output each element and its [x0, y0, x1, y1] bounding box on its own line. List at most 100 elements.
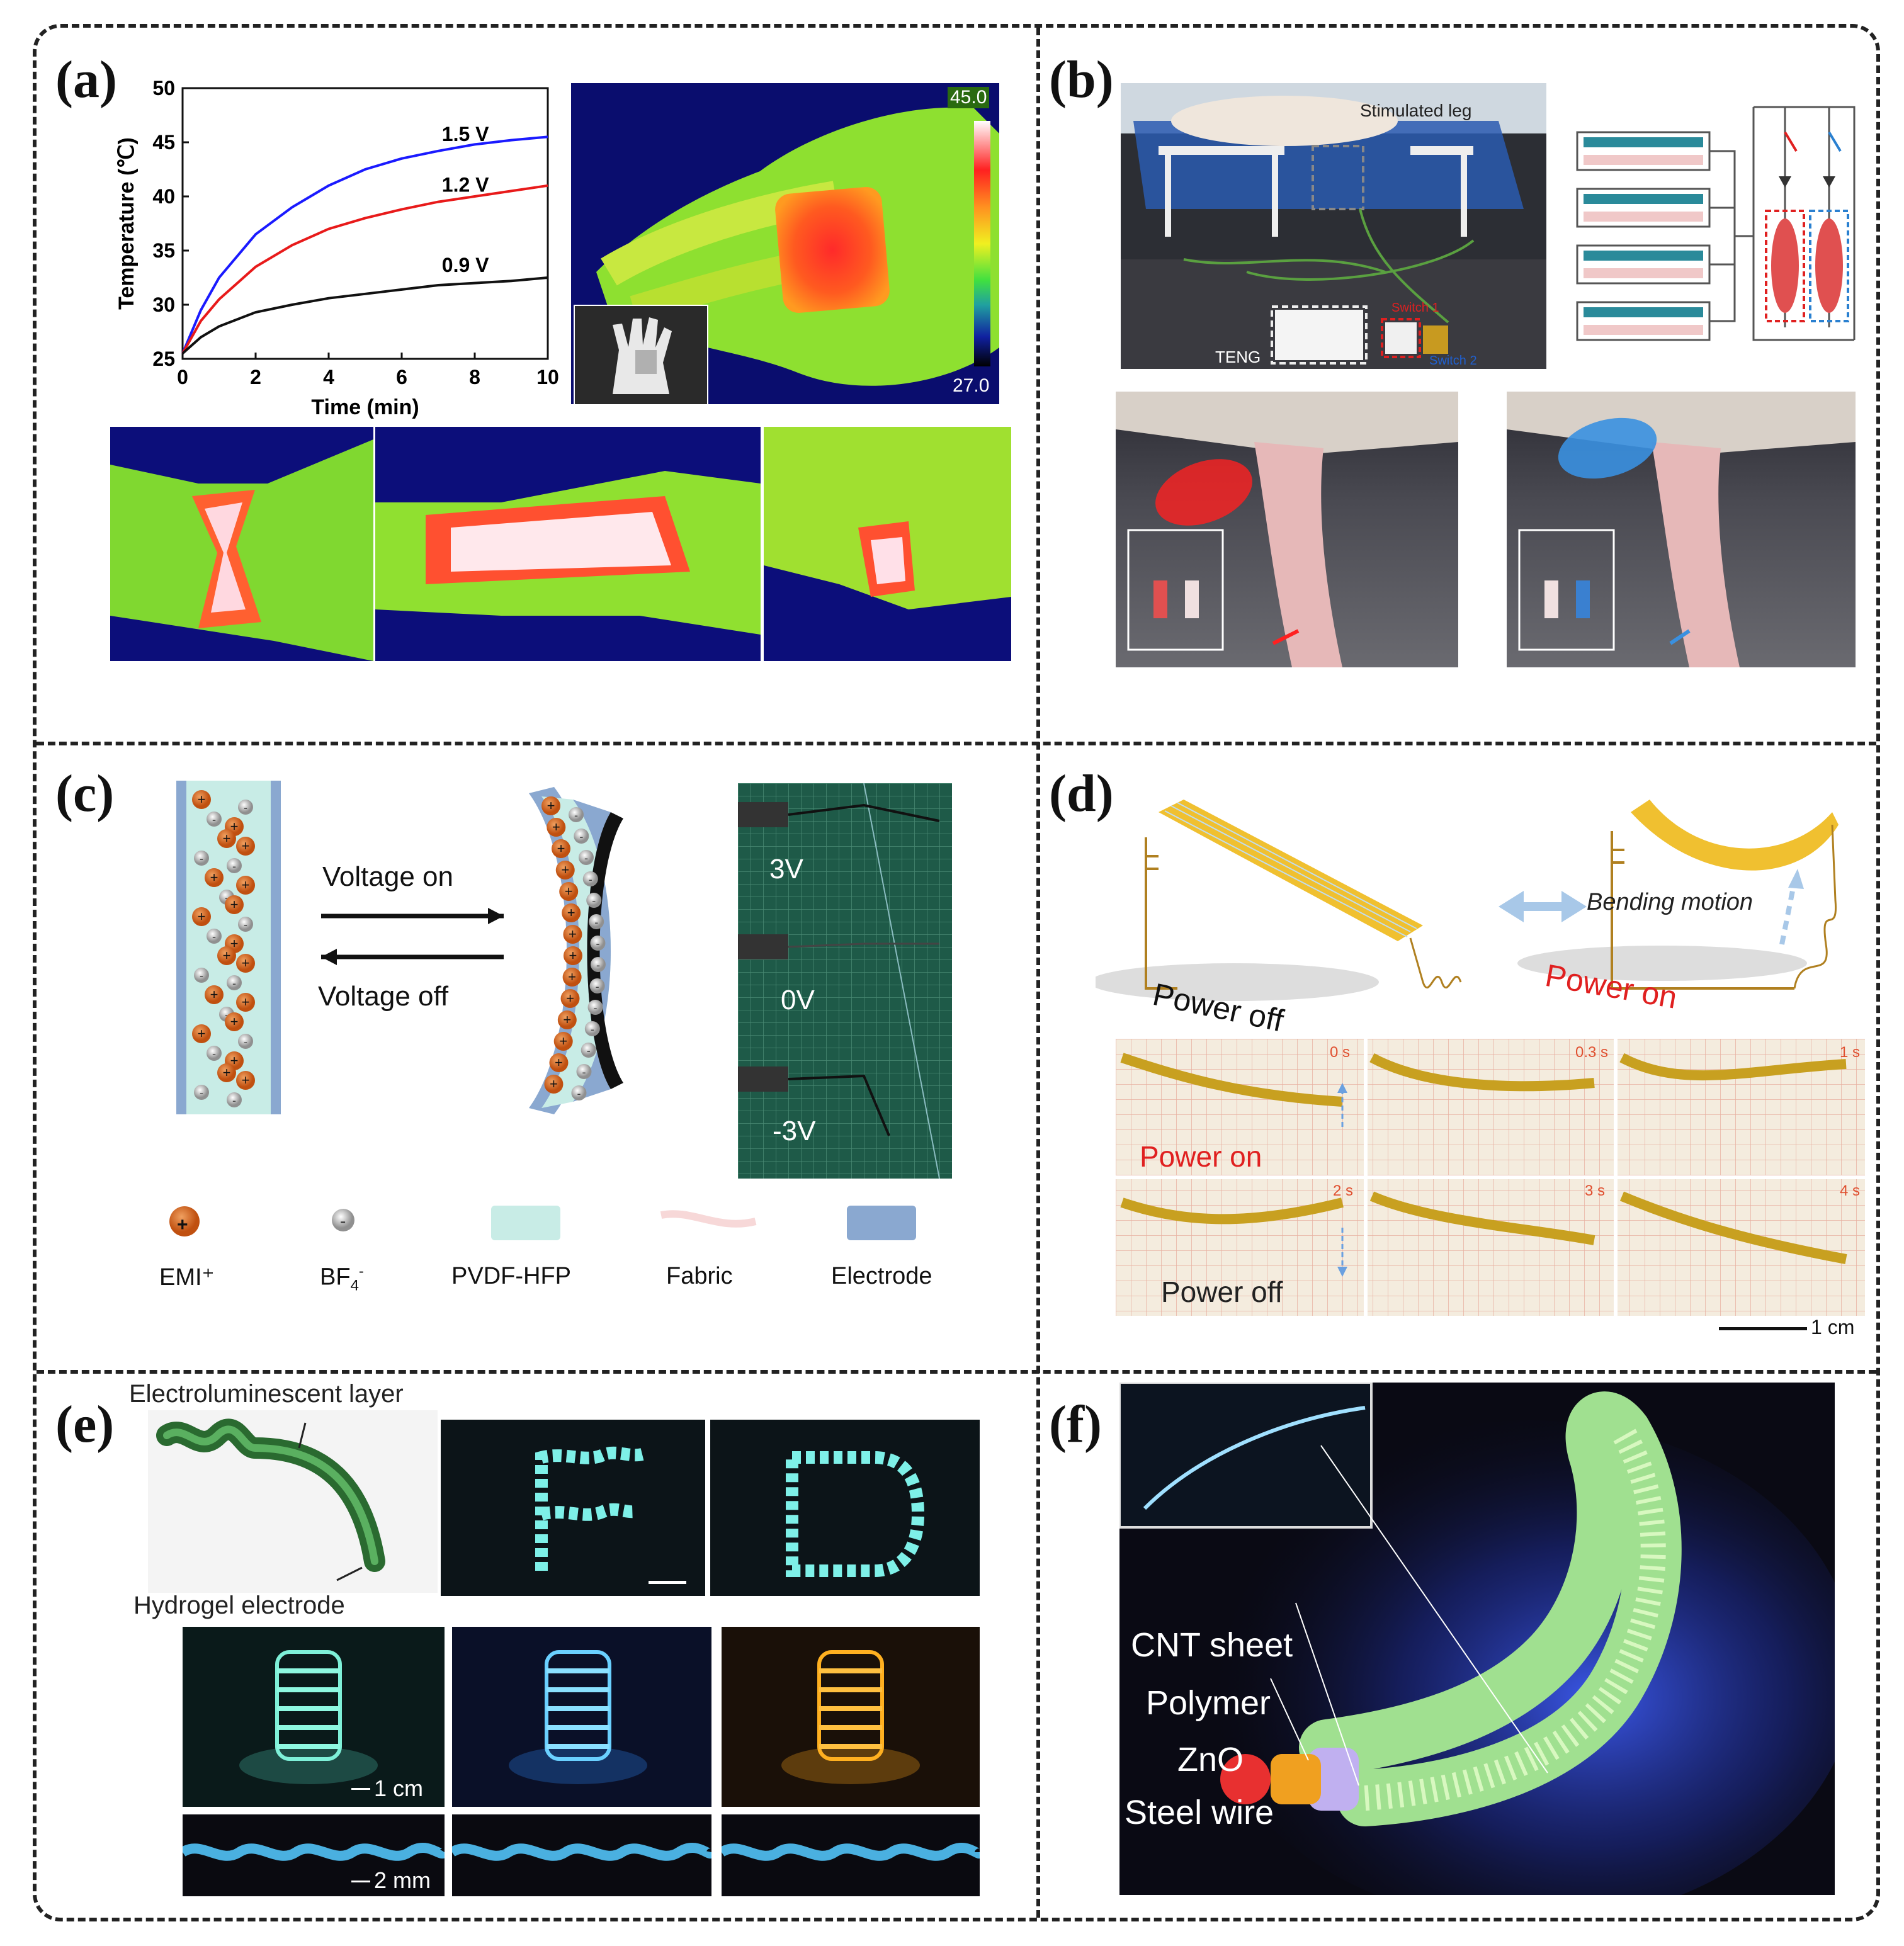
scale-label-d: 1 cm: [1811, 1316, 1855, 1338]
actuator-voltage-photo: 3V 0V -3V: [738, 783, 952, 1179]
anion-sign: -: [589, 873, 592, 886]
time-1s: 1 s: [1840, 1044, 1861, 1061]
thermal-knee-image: [764, 427, 1011, 661]
teng-label: TENG: [1215, 348, 1261, 366]
panel-label-e: (e): [55, 1395, 115, 1454]
scale-min: 27.0: [953, 375, 990, 396]
y-tick-label: 25: [152, 348, 175, 370]
y-tick-label: 45: [152, 131, 175, 154]
x-tick-label: 2: [250, 366, 261, 388]
cation-sign: +: [230, 1053, 239, 1068]
cation-marker: [562, 903, 581, 922]
anion-marker: [194, 968, 209, 983]
anion-marker: [238, 1034, 253, 1049]
twisted-fiber-photo-2: [452, 1814, 711, 1896]
series-label: 1.2 V: [442, 174, 489, 196]
cation-sign: +: [242, 1072, 250, 1088]
anion-sign: -: [577, 1087, 581, 1100]
cation-marker: [547, 818, 566, 837]
cation-sign: +: [230, 897, 239, 912]
bending-motion-label: Bending motion: [1587, 889, 1754, 915]
cation-sign: +: [567, 905, 575, 920]
anion-sign: -: [200, 852, 203, 865]
cation-marker: [541, 796, 561, 815]
steel-wire-label: Steel wire: [1125, 1794, 1274, 1831]
panel-label-d: (d): [1049, 764, 1114, 823]
thermal-hand-image: 45.0 27.0: [571, 83, 999, 404]
twisted-fiber-photo-1: 2 mm: [183, 1814, 445, 1896]
photo-label-3v: 3V: [769, 854, 803, 885]
cation-sign: +: [198, 1026, 206, 1041]
cation-marker: [192, 790, 211, 809]
cation-sign: +: [242, 994, 250, 1010]
cation-marker: [559, 882, 579, 901]
helical-fiber-diagram: CNT sheet Polymer ZnO Steel wire: [1119, 1383, 1835, 1895]
cation-marker: [225, 1012, 244, 1031]
cation-sign: +: [547, 798, 555, 813]
cation-marker: [217, 946, 236, 965]
legend-plus-symbol: +: [177, 1214, 188, 1235]
anion-marker: [581, 1043, 596, 1058]
panel-label-b: (b): [1049, 50, 1114, 109]
time-4s: 4 s: [1840, 1182, 1861, 1199]
panel-label-c: (c): [55, 764, 115, 823]
cation-sign: +: [223, 830, 231, 846]
y-tick-label: 40: [152, 185, 175, 208]
anion-marker: [207, 929, 222, 944]
series-label: 1.5 V: [442, 123, 489, 145]
anion-sign: -: [582, 1066, 586, 1078]
anion-marker: [576, 1064, 592, 1079]
x-tick-label: 4: [323, 366, 334, 388]
cation-marker: [192, 1024, 211, 1043]
cation-sign: +: [557, 840, 565, 856]
anion-marker: [207, 812, 222, 827]
anion-sign: -: [232, 1094, 236, 1107]
y-tick-label: 35: [152, 239, 175, 262]
scale-label-2mm: 2 mm: [374, 1867, 431, 1893]
anion-marker: [194, 851, 209, 866]
thermal-arm-image: [375, 427, 761, 661]
cation-marker: [236, 837, 255, 856]
anion-sign: -: [232, 860, 236, 873]
cation-marker: [217, 1063, 236, 1082]
cation-marker: [236, 1071, 255, 1090]
grid-power-on-label: Power on: [1140, 1140, 1262, 1173]
cation-sign: +: [550, 1076, 558, 1092]
cation-marker: [555, 861, 575, 880]
cation-sign: +: [230, 818, 239, 834]
legend-minus-symbol: -: [340, 1211, 346, 1231]
cation-marker: [192, 907, 211, 926]
cation-marker: [557, 1010, 577, 1029]
legend-bf4: BF4-: [320, 1263, 364, 1294]
cation-sign: +: [552, 819, 560, 835]
cation-marker: [563, 946, 582, 965]
x-tick-label: 10: [536, 366, 559, 388]
x-tick-label: 0: [177, 366, 188, 388]
photo-label-minus3v: -3V: [773, 1116, 816, 1146]
bending-time-lapse-grid: 0 s 0.3 s 1 s 2 s 3 s 4 s Power on Power…: [1116, 1039, 1865, 1316]
cation-marker: [549, 1053, 569, 1072]
teng-circuit-diagram: [1576, 106, 1856, 341]
anion-sign: -: [244, 801, 247, 814]
legend-pvdf-hfp: PVDF-HFP: [451, 1263, 571, 1289]
time-3s: 3 s: [1585, 1182, 1606, 1199]
cation-marker: [552, 839, 571, 858]
anion-sign: -: [200, 970, 203, 982]
cation-sign: +: [561, 862, 569, 878]
cation-sign: +: [242, 877, 250, 893]
cation-marker: [225, 895, 244, 914]
anion-sign: -: [212, 931, 216, 943]
anion-sign: -: [212, 1048, 216, 1060]
time-2s: 2 s: [1333, 1182, 1354, 1199]
anion-marker: [238, 800, 253, 815]
scale-bar-e1: [351, 1788, 370, 1790]
luminescent-letter-d-photo: [710, 1420, 980, 1596]
anion-marker: [227, 858, 242, 873]
blue-coil-photo: [452, 1627, 711, 1807]
zno-label: ZnO: [1177, 1741, 1244, 1779]
anion-sign: -: [596, 937, 599, 950]
legend-fabric: Fabric: [666, 1263, 733, 1289]
cation-sign: +: [230, 1014, 239, 1029]
anion-marker: [227, 1092, 242, 1107]
anion-marker: [582, 871, 598, 886]
